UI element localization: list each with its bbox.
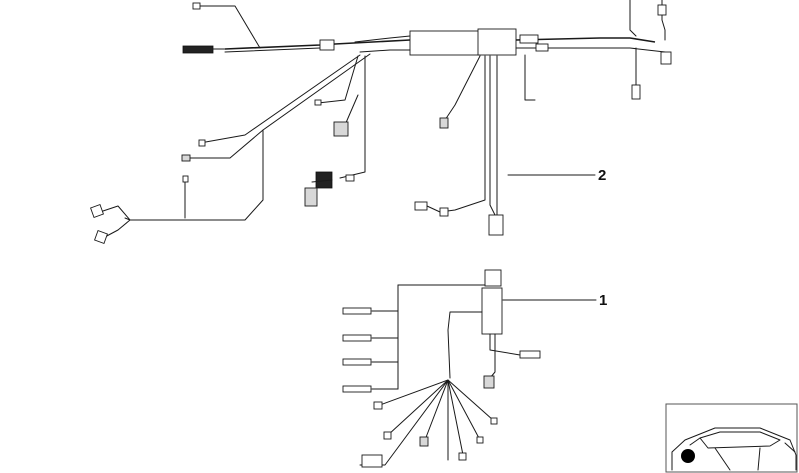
vehicle-location-inset	[665, 403, 798, 473]
connector-bottom-plug	[488, 214, 504, 236]
svg-text:1: 1	[599, 292, 607, 309]
connector-pin-2	[342, 334, 372, 342]
connector-sensor-a	[333, 121, 349, 137]
connector-block-top	[484, 269, 502, 287]
svg-text:2: 2	[598, 167, 606, 184]
connector-pin-right	[519, 350, 541, 359]
connector-right-drop	[631, 84, 641, 100]
junction-housing-right	[477, 28, 517, 56]
connector-left-plug	[182, 45, 214, 54]
connector-block-main	[481, 287, 503, 335]
connector-pin-3	[342, 358, 372, 366]
trunk-clip	[319, 39, 335, 51]
callout-1: 1	[502, 292, 607, 309]
connector-pin-4	[342, 385, 372, 393]
junction-housing	[409, 30, 481, 56]
wiring-harness-2[interactable]	[90, 0, 672, 244]
wiring-harness-1[interactable]	[342, 269, 541, 468]
connector-pin-1	[342, 307, 372, 315]
callout-2: 2	[507, 167, 606, 184]
location-marker-icon	[681, 449, 695, 463]
